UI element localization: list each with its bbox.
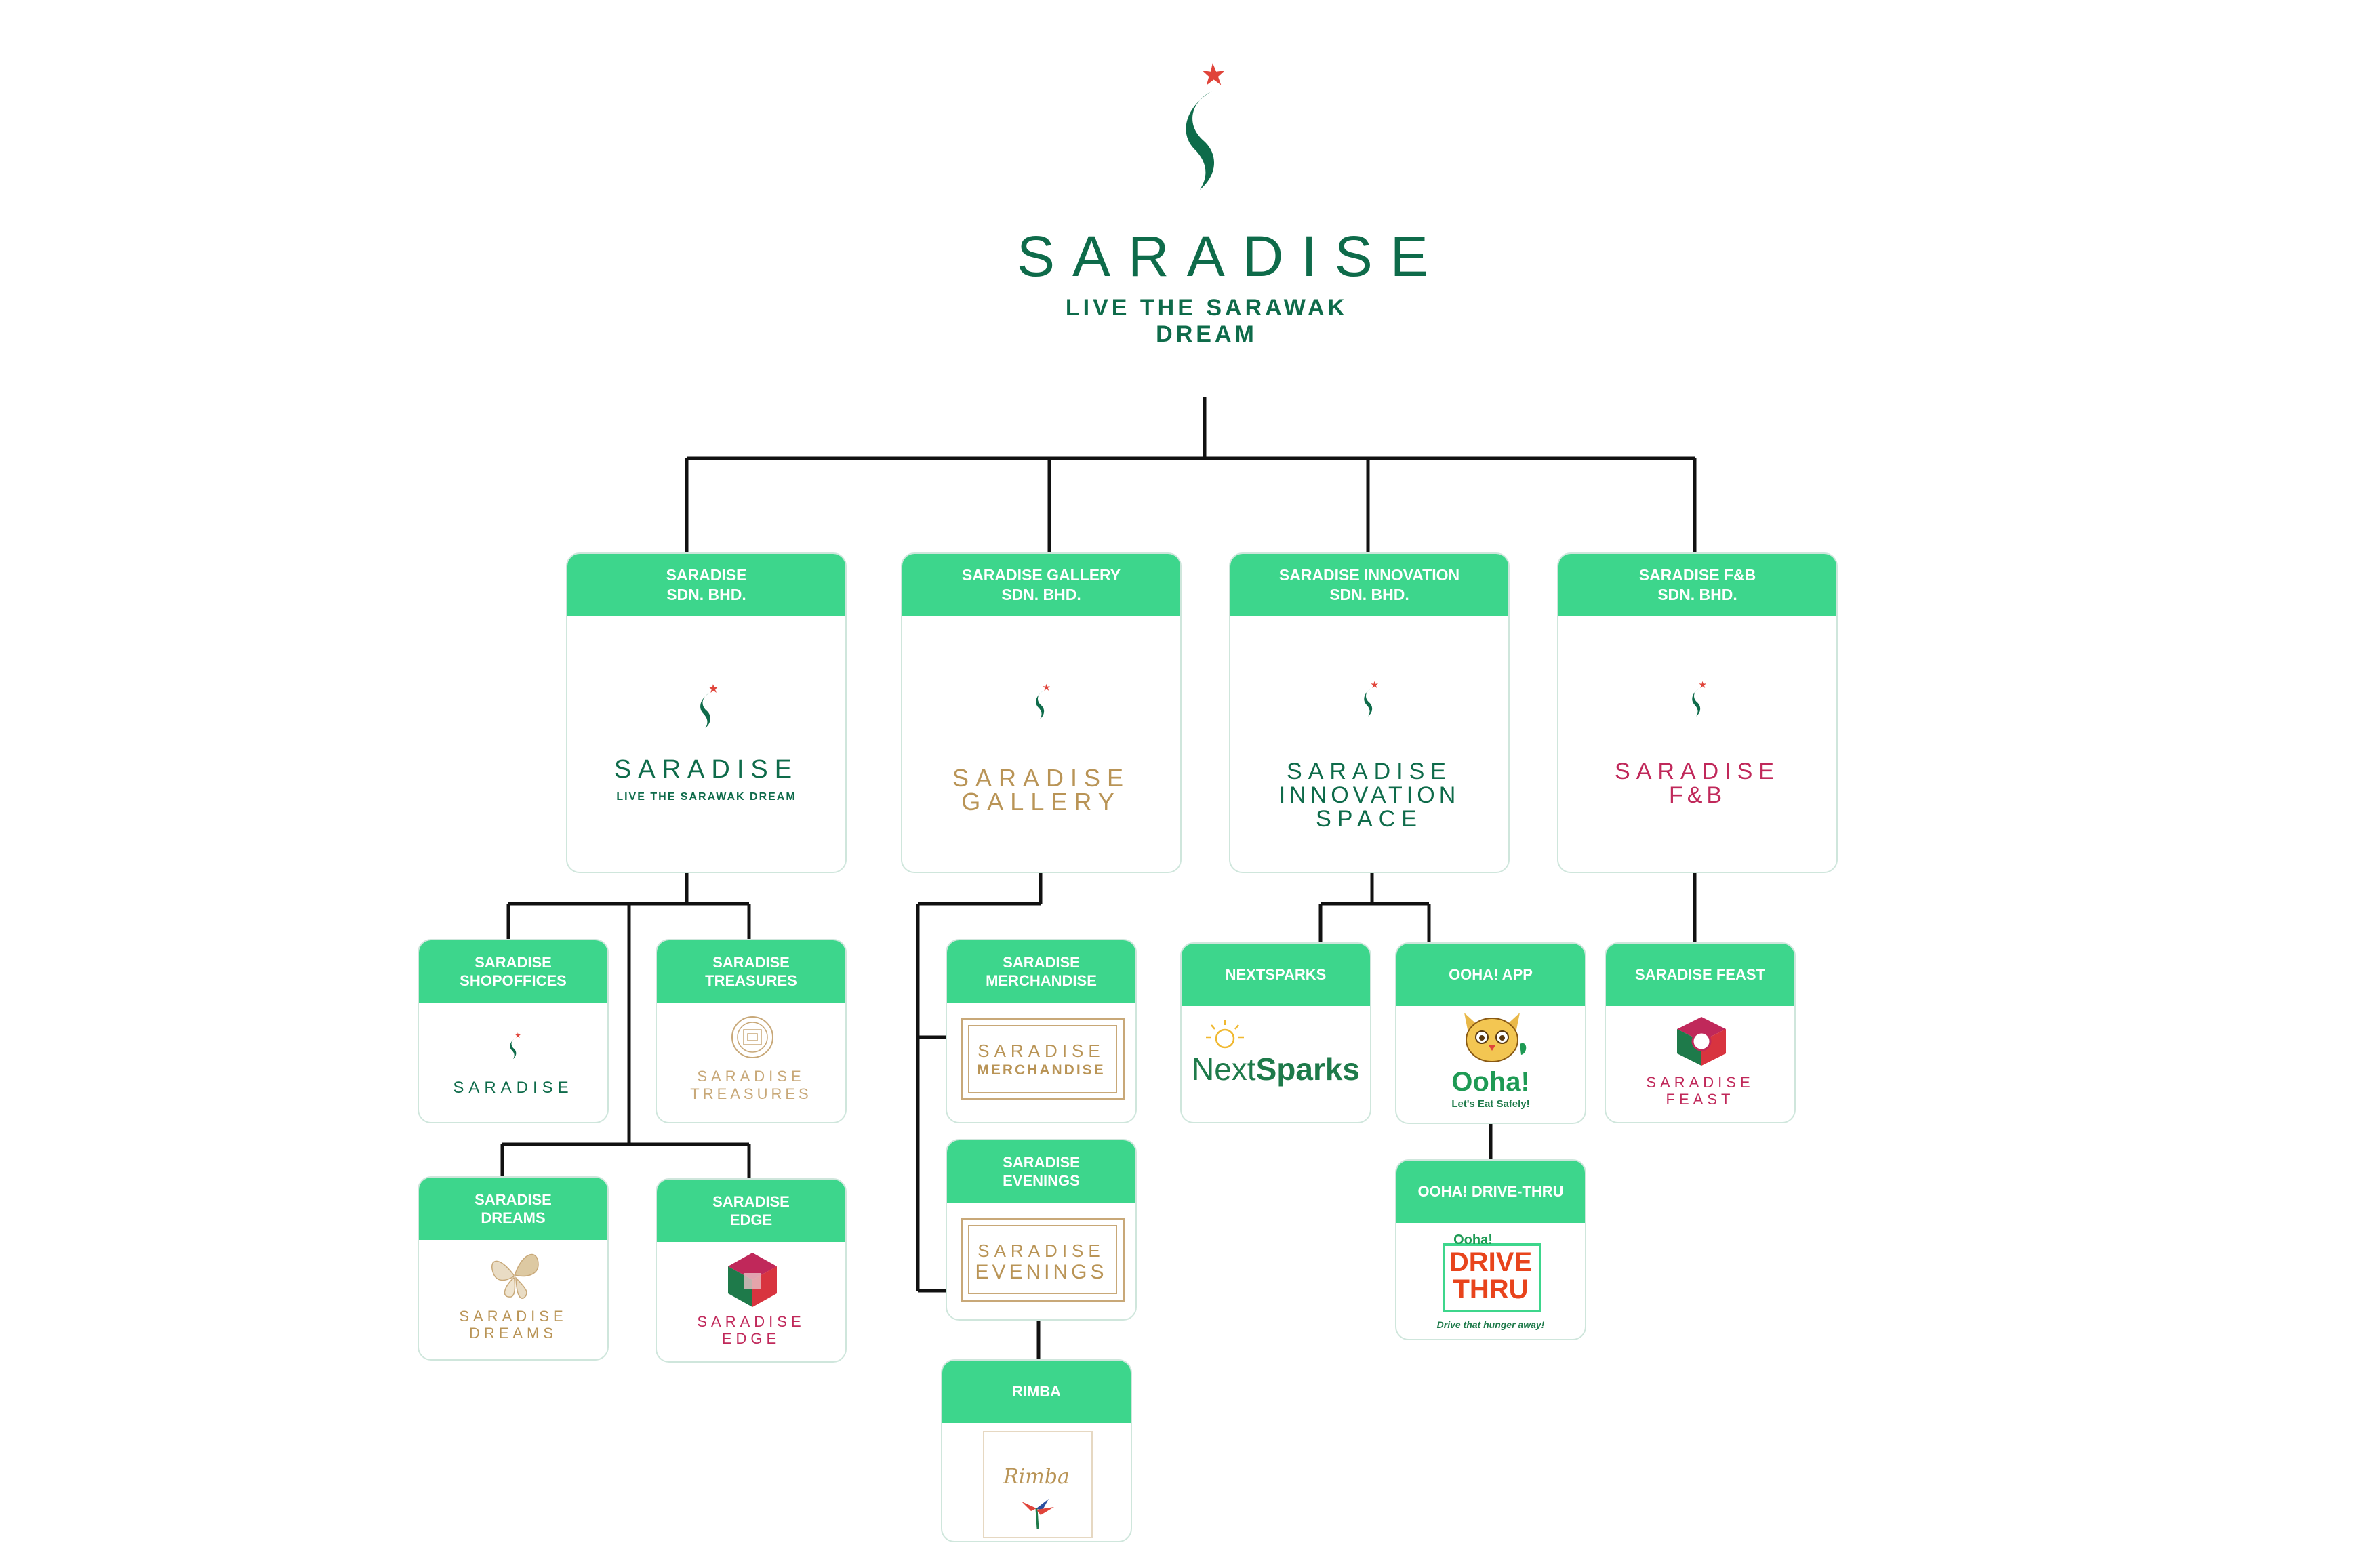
card-title: SARADISE FEAST: [1606, 944, 1794, 1006]
treasures-emblem-icon: [731, 1016, 773, 1058]
logo-text: Ooha!: [1451, 1067, 1530, 1097]
bird-of-paradise-icon: [1022, 1499, 1054, 1529]
edge-cube-icon: [728, 1253, 777, 1307]
unit-card-treasures[interactable]: SARADISE TREASURES SARADISE TREASURES: [656, 939, 847, 1123]
saradise-swirl-icon: [700, 684, 718, 729]
card-title: SARADISE SDN. BHD.: [567, 554, 845, 616]
root-logo: SARADISE LIVE THE SARAWAK DREAM: [1017, 61, 1446, 347]
logo-frame: [961, 1018, 1125, 1100]
card-title: SARADISE EVENINGS: [947, 1140, 1135, 1203]
unit-card-ooha-app[interactable]: OOHA! APP Ooha! Let's Eat Safely!: [1395, 942, 1586, 1124]
logo-text-sparks: Sparks: [1255, 1051, 1361, 1087]
card-title: OOHA! APP: [1396, 944, 1585, 1006]
card-title: SARADISE DREAMS: [419, 1178, 607, 1240]
logo-slogan: Drive that hunger away!: [1436, 1319, 1545, 1330]
saradise-swirl-icon: [1186, 63, 1225, 190]
logo-tagline: LIVE THE SARAWAK DREAM: [616, 791, 797, 803]
subsidiary-card-innovation[interactable]: SARADISE INNOVATION SDN. BHD. SARADISE I…: [1229, 552, 1510, 873]
logo-frame: [961, 1218, 1125, 1302]
unit-card-edge[interactable]: SARADISE EDGE SARADISE EDGE: [656, 1178, 847, 1363]
logo-subtext: TREASURES: [690, 1085, 812, 1102]
logo-text: Rimba: [1003, 1465, 1070, 1489]
logo-slogan: Let's Eat Safely!: [1451, 1098, 1530, 1110]
card-title: RIMBA: [942, 1361, 1131, 1423]
logo-text: SARADISE: [697, 1068, 805, 1085]
card-title: OOHA! DRIVE-THRU: [1396, 1161, 1585, 1223]
saradise-swirl-icon: [1036, 683, 1050, 719]
root-tagline: LIVE THE SARAWAK DREAM: [1065, 295, 1348, 347]
logo-text: SARADISE: [952, 764, 1131, 792]
owl-mascot-icon: [1464, 1013, 1527, 1062]
logo-frame-inner: [968, 1225, 1117, 1294]
logo-text: NextSparks: [1182, 1051, 1370, 1087]
unit-card-rimba[interactable]: RIMBA Rimba: [941, 1359, 1132, 1542]
unit-card-ooha-drive[interactable]: OOHA! DRIVE-THRU Ooha! DRIVE THRU Drive …: [1395, 1159, 1586, 1340]
logo-text: SARADISE: [697, 1313, 805, 1330]
unit-card-dreams[interactable]: SARADISE DREAMS SARADISE DREAMS: [418, 1176, 609, 1361]
card-title: SARADISE F&B SDN. BHD.: [1558, 554, 1836, 616]
logo-frame-inner: [968, 1025, 1117, 1093]
logo-top: Ooha!: [1453, 1232, 1493, 1247]
logo-thru: THRU: [1453, 1274, 1529, 1304]
card-title: SARADISE TREASURES: [657, 940, 845, 1003]
logo-text: SARADISE: [453, 1079, 573, 1097]
saradise-swirl-icon: [1692, 681, 1706, 717]
logo-text: SARADISE: [978, 1041, 1105, 1061]
logo-text-next: Next: [1191, 1051, 1256, 1087]
card-title: SARADISE SHOPOFFICES: [419, 940, 607, 1003]
lightbulb-icon: [1206, 1020, 1244, 1049]
logo-subtext: EDGE: [721, 1330, 781, 1347]
logo-subtext-2: SPACE: [1316, 806, 1423, 832]
subsidiary-card-saradise[interactable]: SARADISE SDN. BHD. SARADISE LIVE THE SAR…: [566, 552, 847, 873]
unit-card-evenings[interactable]: SARADISE EVENINGS SARADISE EVENINGS: [946, 1139, 1137, 1321]
card-title: SARADISE GALLERY SDN. BHD.: [902, 554, 1180, 616]
logo-text: SARADISE: [978, 1241, 1105, 1261]
logo-text: SARADISE: [613, 755, 799, 784]
feast-cube-icon: [1677, 1017, 1726, 1066]
drive-thru-badge: [1443, 1243, 1541, 1312]
subsidiary-card-gallery[interactable]: SARADISE GALLERY SDN. BHD. SARADISE GALL…: [901, 552, 1182, 873]
logo-subtext: MERCHANDISE: [977, 1062, 1106, 1078]
saradise-swirl-icon: [1364, 681, 1378, 717]
logo-text: SARADISE: [459, 1308, 567, 1325]
card-title: SARADISE EDGE: [657, 1180, 845, 1242]
root-title: SARADISE: [1017, 224, 1446, 288]
logo-text: SARADISE: [1646, 1074, 1754, 1091]
logo-subtext: FEAST: [1666, 1091, 1735, 1108]
logo-subtext: F&B: [1668, 782, 1727, 808]
unit-card-shopoffices[interactable]: SARADISE SHOPOFFICES SARADISE: [418, 939, 609, 1123]
logo-subtext: INNOVATION: [1278, 782, 1460, 808]
logo-subtext: EVENINGS: [975, 1261, 1108, 1283]
subsidiary-card-fnb[interactable]: SARADISE F&B SDN. BHD. SARADISE F&B: [1557, 552, 1838, 873]
card-title: NEXTSPARKS: [1182, 944, 1370, 1006]
logo-drive: DRIVE: [1449, 1247, 1533, 1277]
logo-subtext: DREAMS: [468, 1325, 558, 1342]
logo-frame: [983, 1431, 1093, 1538]
butterfly-icon: [491, 1253, 539, 1299]
logo-text: SARADISE: [1287, 759, 1452, 784]
logo-text: SARADISE: [1615, 759, 1780, 784]
unit-card-merchandise[interactable]: SARADISE MERCHANDISE SARADISE MERCHANDIS…: [946, 939, 1137, 1123]
saradise-swirl-icon: [510, 1032, 521, 1060]
card-title: SARADISE MERCHANDISE: [947, 940, 1135, 1003]
unit-card-feast[interactable]: SARADISE FEAST SARADISE FEAST: [1605, 942, 1796, 1123]
unit-card-nextsparks[interactable]: NEXTSPARKS NextSparks: [1180, 942, 1371, 1123]
logo-subtext: GALLERY: [961, 788, 1121, 816]
card-title: SARADISE INNOVATION SDN. BHD.: [1230, 554, 1508, 616]
